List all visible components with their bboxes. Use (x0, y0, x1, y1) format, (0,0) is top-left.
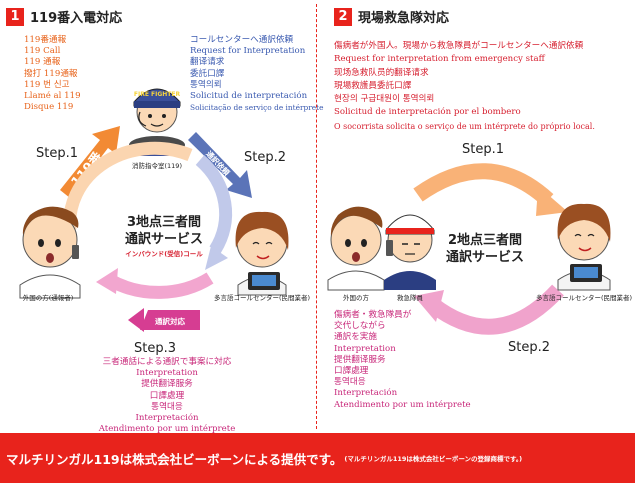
response-line: Atendimento por um intérprete (334, 399, 471, 410)
foreigner-caption: 外国の方(通報者) (23, 293, 74, 302)
request-line: 现场急救队员的翻译请求 (334, 67, 429, 78)
request-line: Request for interpretation from emergenc… (334, 54, 545, 65)
paramedic-illustration (384, 214, 436, 290)
panel2-diagram: 外国の方 救急隊員 多言語コールセンター(民間業者) (327, 163, 632, 335)
caller-line: 119 번 신고 (24, 79, 70, 90)
panel2-step2: Step.2 (508, 340, 551, 355)
footer-main-text: マルチリンガル119は株式会社ビーボーンによる提供です。 (6, 451, 343, 467)
arrow-response-label: 通訳対応 (155, 316, 185, 326)
response-line: 통역대응 (334, 377, 366, 388)
response-line: Atendimento por um intérprete (98, 424, 236, 435)
panel1-request-list: コールセンターへ通訳依頼 Request for Interpretation … (190, 35, 324, 113)
panel1-diagram: FIRE FIGHTER 消防指令室(119) 119番 通訳依頼 外国の方(通… (19, 88, 310, 332)
callcenter-operator-illustration (235, 211, 289, 296)
response-line: 提供翻译服务 (334, 354, 386, 365)
panel2-foreigner-illustration (327, 206, 385, 291)
request-line: コールセンターへ通訳依頼 (190, 35, 294, 45)
panel2-center-title-line1: 2地点三者間 (447, 233, 523, 248)
footer-banner: マルチリンガル119は株式会社ビーボーンによる提供です。 (マルチリンガル119… (0, 433, 635, 483)
panel2-arrowhead-orange (536, 186, 568, 216)
panel1-center-subtitle: インバウンド(受信)コール (125, 250, 203, 258)
panel2-center-label: 2地点三者間 通訳サービス (430, 232, 540, 266)
request-line: O socorrista solicita o serviço de um in… (334, 121, 595, 131)
panel2-callcenter-illustration (557, 203, 611, 291)
cycle-arrow-orange (63, 141, 193, 231)
panel2-title: 現場救急隊対応 (358, 11, 450, 26)
request-line: Solicitação de serviço de intérprete (190, 103, 324, 113)
panel2-callcenter-caption: 多言語コールセンター(民間業者) (536, 293, 632, 302)
panel-divider (316, 4, 317, 429)
response-line: Interpretación (135, 413, 199, 424)
panel1-header: 1 119番入電対応 (6, 7, 122, 26)
response-line: Interpretation (334, 343, 396, 354)
dispatch-caption: 消防指令室(119) (132, 161, 182, 170)
response-line: 口譯處理 (334, 366, 369, 377)
response-line: Interpretation (136, 368, 198, 379)
panel1-center-title-line1: 3地点三者間 (126, 215, 202, 230)
panel1-title: 119番入電対応 (30, 11, 123, 26)
panel2-arrow-pink (428, 284, 564, 335)
request-line: Request for Interpretation (190, 46, 306, 57)
response-line: Interpretación (334, 388, 398, 399)
panel2-arrowhead-pink (414, 290, 444, 322)
request-line: 現場救護員委託口譯 (334, 80, 412, 91)
callcenter-caption: 多言語コールセンター(民間業者) (214, 293, 310, 302)
request-line: 委託口譯 (190, 68, 225, 79)
panel1-step2: Step.2 (244, 150, 287, 165)
caller-line: 撥打 119通報 (24, 68, 78, 79)
request-line: Solicitud de interpretación (190, 91, 308, 102)
panel2-arrow-orange (413, 163, 554, 207)
panel1-step1: Step.1 (36, 146, 79, 161)
panel2-header: 2 現場救急隊対応 (334, 7, 449, 26)
panel2-center-title-line2: 通訳サービス (445, 250, 524, 265)
request-line: Solicitud de interpretación por el bombe… (334, 107, 521, 118)
foreigner-caller-illustration (19, 206, 81, 299)
paramedic-caption: 救急隊員 (397, 293, 424, 302)
panel2-step1: Step.1 (462, 142, 505, 157)
request-line: 현장의 구급대원이 통역의뢰 (334, 94, 435, 105)
panel1-number-badge: 1 (6, 7, 24, 26)
firefighter-cap-text: FIRE FIGHTER (134, 91, 181, 98)
response-line: 口譯處理 (149, 390, 185, 401)
request-line: 통역의뢰 (190, 79, 222, 90)
caller-line: 119 通報 (24, 57, 61, 68)
panel1-center-label: 3地点三者間 通訳サービス インバウンド(受信)コール (108, 214, 220, 258)
response-line: 提供翻译服务 (141, 379, 193, 390)
panel1-center-title-line2: 通訳サービス (124, 232, 203, 247)
response-line: 三者通話による通訳で事案に対応 (102, 357, 232, 367)
panel2-foreigner-caption: 外国の方 (343, 293, 370, 302)
response-line: 傷病者・救急隊員が (334, 310, 412, 320)
caller-line: 119番通報 (24, 35, 67, 45)
caller-line: Llamé al 119 (24, 91, 81, 102)
caller-line: Disque 119 (24, 102, 74, 113)
panel2-request-list: 傷病者が外国人。現場から救急隊員がコールセンターへ通訳依頼 Request fo… (334, 40, 595, 133)
footer-trademark-note: (マルチリンガル119は株式会社ビーボーンの登録商標です。) (344, 455, 523, 463)
caller-line: 119 Call (24, 46, 61, 57)
request-line: 翻译请求 (190, 57, 225, 68)
cycle-arrow-pink (106, 272, 214, 299)
panel1-caller-list: 119番通報 119 Call 119 通報 撥打 119通報 119 번 신고… (24, 35, 81, 113)
cycle-arrowhead-blue (205, 246, 228, 270)
panel2-response-list: 傷病者・救急隊員が 交代しながら 通訳を実施 Interpretation 提供… (334, 310, 471, 411)
cycle-arrow-blue (195, 155, 233, 254)
panel1-response-list: 三者通話による通訳で事案に対応 Interpretation 提供翻译服务 口譯… (92, 357, 242, 435)
request-line: 傷病者が外国人。現場から救急隊員がコールセンターへ通訳依頼 (334, 41, 584, 51)
response-line: 交代しながら (334, 321, 386, 332)
panel1-step3: Step.3 (134, 341, 177, 356)
arrow-interpretation-response: 通訳対応 (128, 308, 200, 332)
cycle-arrowhead-pink (96, 268, 118, 294)
response-line: 通訳を実施 (334, 332, 377, 343)
response-line: 통역대응 (151, 401, 183, 412)
panel2-number-badge: 2 (334, 7, 352, 26)
